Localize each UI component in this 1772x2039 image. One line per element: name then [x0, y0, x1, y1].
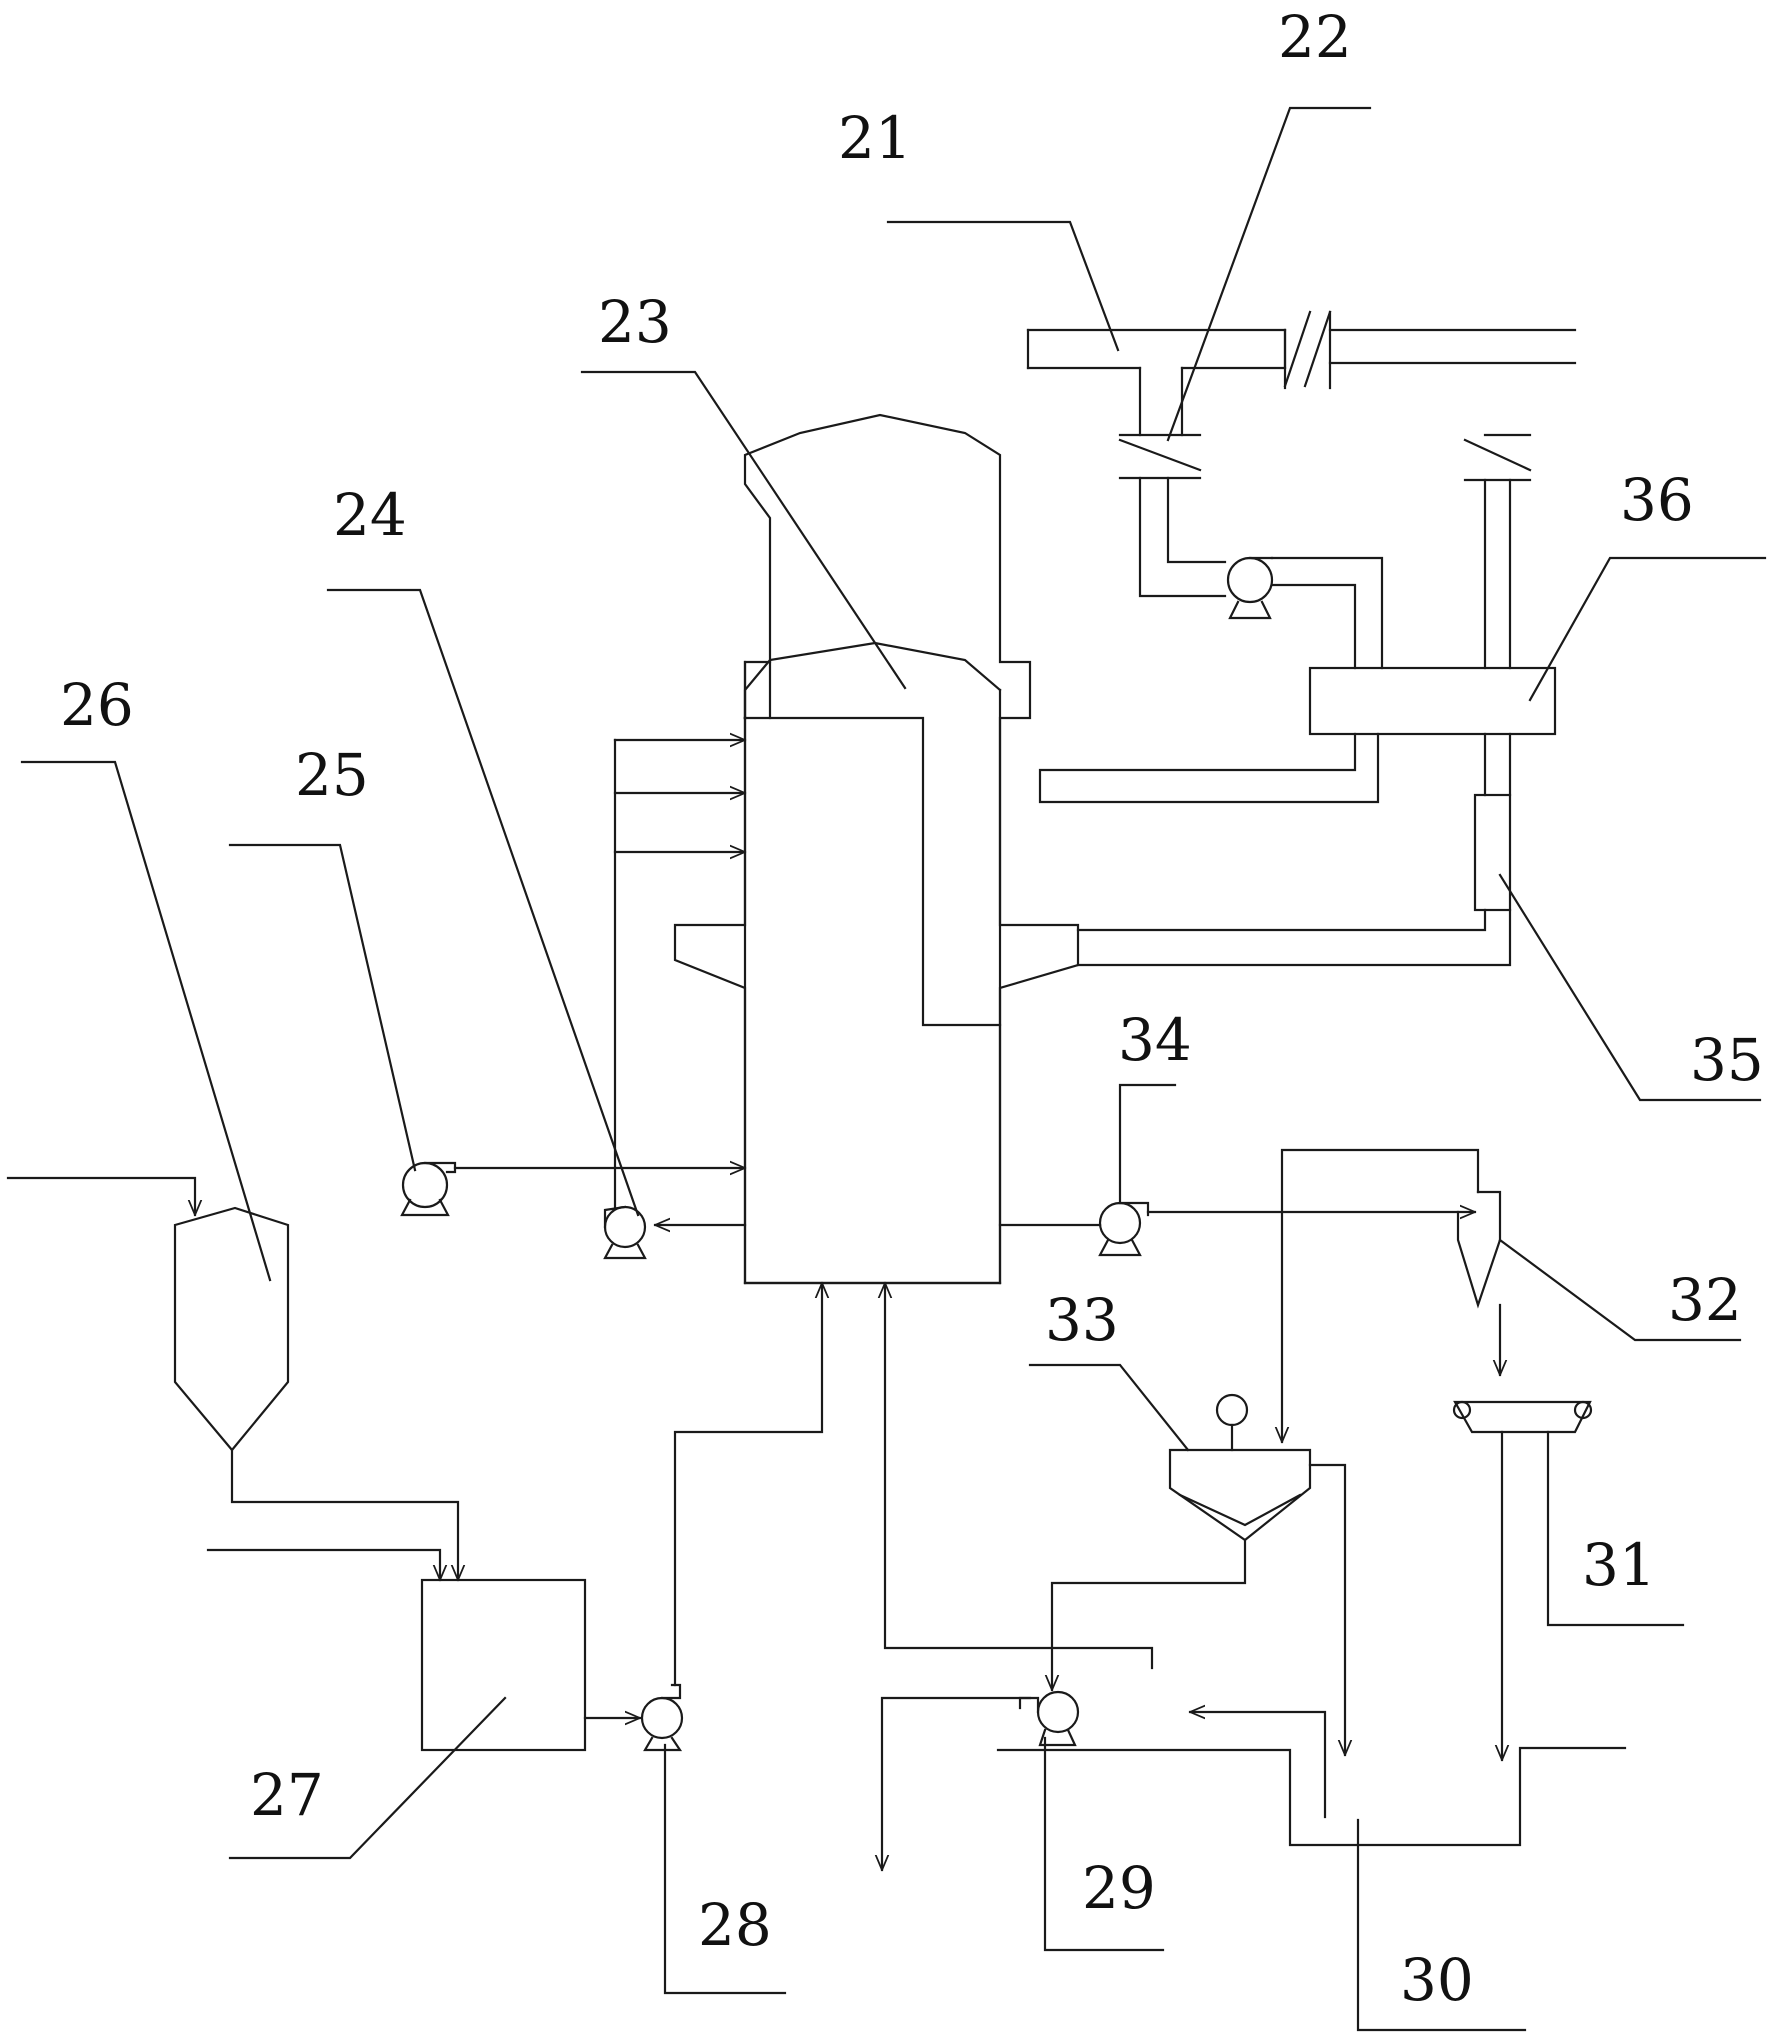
leader-31 — [1546, 1430, 1685, 1627]
leader-33 — [1028, 1363, 1190, 1452]
recirc-pump-24 — [603, 740, 747, 1260]
valve-break — [1283, 310, 1312, 388]
leader-25 — [228, 843, 417, 1172]
leader-29 — [1043, 1736, 1165, 1952]
leader-30 — [1356, 1818, 1527, 2032]
leader-23 — [580, 370, 907, 690]
label-24: 24 — [333, 481, 407, 549]
heater-35 — [1076, 732, 1512, 967]
label-28: 28 — [698, 1891, 772, 1959]
label-30: 30 — [1400, 1946, 1474, 2014]
slurry-tank-27 — [206, 1548, 642, 1752]
callout-labels: 21 22 23 24 25 26 27 28 29 30 31 32 33 3… — [60, 3, 1764, 2014]
leader-32 — [1498, 1238, 1742, 1342]
leader-22 — [1166, 106, 1372, 442]
leader-35 — [1498, 873, 1762, 1102]
label-29: 29 — [1082, 1854, 1156, 1922]
heat-exchanger-36 — [1038, 433, 1557, 804]
leader-21 — [886, 220, 1120, 352]
leader-27 — [228, 1696, 507, 1860]
leader-lines — [20, 106, 1767, 2032]
leader-24 — [326, 588, 640, 1217]
booster-fan — [1226, 556, 1384, 670]
label-22: 22 — [1278, 3, 1352, 71]
flue-pipe-21 — [1026, 310, 1577, 598]
tower-outline — [743, 413, 1032, 1285]
label-32: 32 — [1668, 1266, 1742, 1334]
slurry-pump-28 — [640, 1281, 822, 1752]
hydrocyclone-32 — [1282, 1148, 1500, 1444]
leader-26 — [20, 760, 272, 1282]
label-26: 26 — [60, 671, 134, 739]
label-35: 35 — [1690, 1026, 1764, 1094]
inner-duct — [743, 716, 1002, 1027]
leader-36 — [1528, 556, 1767, 702]
label-34: 34 — [1118, 1006, 1192, 1074]
tower-23 — [743, 413, 1032, 1285]
bleed-pump-34 — [998, 1201, 1477, 1257]
air-blower-25 — [400, 1163, 747, 1217]
damper-22 — [1118, 438, 1202, 472]
label-23: 23 — [598, 288, 672, 356]
label-27: 27 — [250, 1761, 324, 1829]
leader-34 — [1118, 1083, 1177, 1205]
return-pump-29 — [882, 1281, 1154, 1872]
belt-filter-31 — [1452, 1400, 1593, 1762]
label-33: 33 — [1045, 1286, 1119, 1354]
label-25: 25 — [295, 741, 369, 809]
thickener-33 — [1052, 1393, 1345, 1757]
filtrate-tank-30 — [996, 1712, 1627, 1847]
tower-body — [673, 641, 1080, 1285]
label-21: 21 — [838, 104, 912, 172]
label-31: 31 — [1582, 1531, 1656, 1599]
silo-26 — [6, 1176, 458, 1582]
label-36: 36 — [1620, 466, 1694, 534]
leader-28 — [663, 1743, 787, 1995]
